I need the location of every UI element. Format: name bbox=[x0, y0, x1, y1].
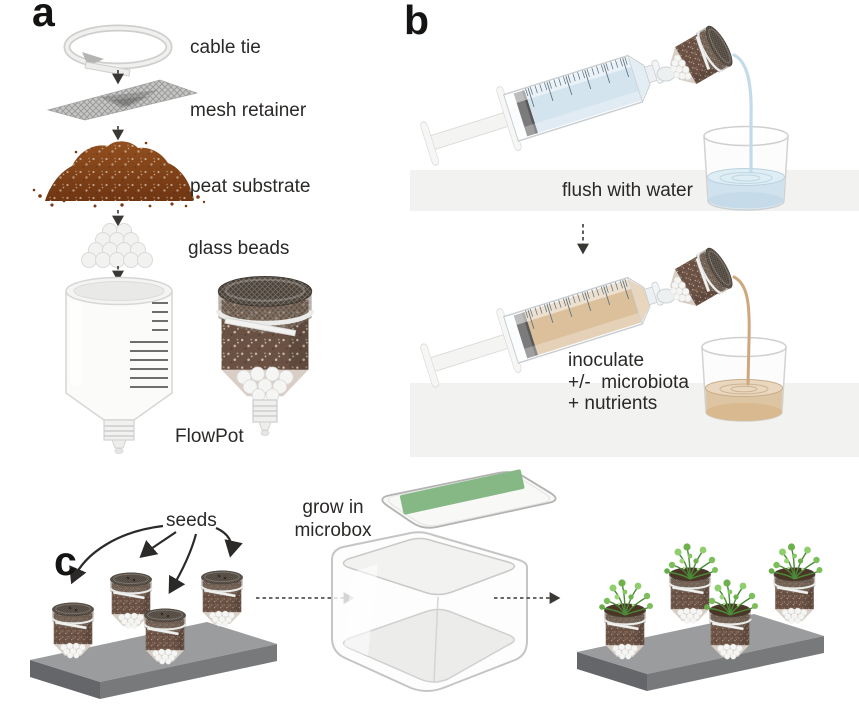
panel-a-illustration bbox=[32, 24, 312, 454]
beaker-inoculum bbox=[701, 336, 787, 422]
label-cable-tie: cable tie bbox=[190, 37, 261, 58]
beaker-water bbox=[703, 125, 789, 211]
inoculum-stream bbox=[732, 275, 751, 386]
label-inoculate: inoculate+/- microbiota+ nutrients bbox=[568, 350, 689, 415]
label-mesh-retainer: mesh retainer bbox=[190, 100, 307, 121]
flush-scene bbox=[416, 21, 789, 211]
tray-seeded bbox=[30, 569, 277, 699]
label-glass-beads: glass beads bbox=[188, 238, 290, 259]
label-flowpot: FlowPot bbox=[175, 426, 244, 447]
label-seeds: seeds bbox=[166, 510, 217, 531]
syringe-body-illustration bbox=[65, 276, 173, 454]
inoculate-line2: +/- microbiota bbox=[568, 371, 689, 393]
peat-substrate-illustration bbox=[32, 141, 206, 208]
inoculate-line1: inoculate bbox=[568, 350, 645, 371]
tray-grown bbox=[577, 542, 824, 691]
inoculate-scene bbox=[416, 243, 787, 422]
filter-strip bbox=[400, 469, 525, 515]
syringe-water bbox=[416, 39, 670, 176]
panel-c-illustration bbox=[30, 469, 824, 699]
water-stream bbox=[732, 53, 753, 174]
seed-dots bbox=[68, 574, 227, 618]
microbox-body bbox=[331, 531, 528, 692]
inoculate-line3: + nutrients bbox=[568, 393, 658, 414]
panel-b-letter: b bbox=[404, 0, 430, 43]
flowpot-attached-2 bbox=[659, 243, 739, 317]
mesh-retainer-illustration bbox=[46, 79, 199, 121]
label-peat-substrate: peat substrate bbox=[190, 176, 311, 197]
grow-line1: grow in bbox=[302, 497, 364, 518]
microbox-lid bbox=[381, 469, 557, 529]
grow-line2: microbox bbox=[294, 520, 372, 541]
flowpot-attached-1 bbox=[659, 21, 739, 95]
panel-b-illustration bbox=[410, 21, 859, 457]
glass-beads-illustration bbox=[81, 223, 153, 268]
cable-tie-illustration bbox=[63, 24, 173, 77]
table-band-bottom bbox=[410, 383, 859, 457]
panel-a-letter: a bbox=[32, 0, 55, 35]
seeds-arrows bbox=[69, 524, 243, 595]
flowpot-illustration bbox=[218, 276, 311, 436]
label-flush-with-water: flush with water bbox=[562, 180, 693, 201]
panel-c-letter: c bbox=[54, 538, 77, 584]
